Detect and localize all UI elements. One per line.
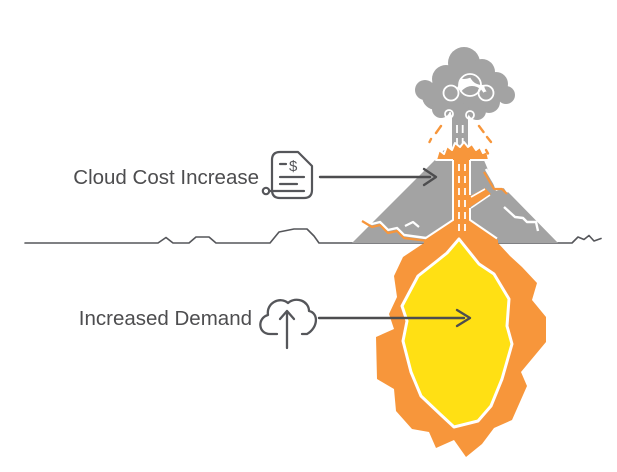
invoice-document-icon (261, 150, 314, 200)
callout-increased-demand: Increased Demand (79, 298, 472, 350)
smoke-plume (415, 47, 515, 121)
volcano-cracks (361, 168, 540, 243)
increased-demand-label: Increased Demand (79, 307, 252, 330)
lava-sparks (428, 124, 493, 155)
lava-channel (424, 158, 498, 246)
cloud-cost-label: Cloud Cost Increase (73, 166, 259, 189)
crater-lava (435, 141, 490, 161)
dollar-symbol: $ (289, 158, 298, 175)
callout-cloud-cost: Cloud Cost Increase $ (73, 150, 438, 200)
increased-demand-arrow (317, 308, 472, 328)
magma-chamber (376, 237, 546, 457)
cloud-upload-icon (259, 298, 318, 350)
ground-line (24, 228, 602, 244)
magma-chamber-inner (400, 237, 514, 429)
cloud-cost-arrow (318, 167, 438, 187)
